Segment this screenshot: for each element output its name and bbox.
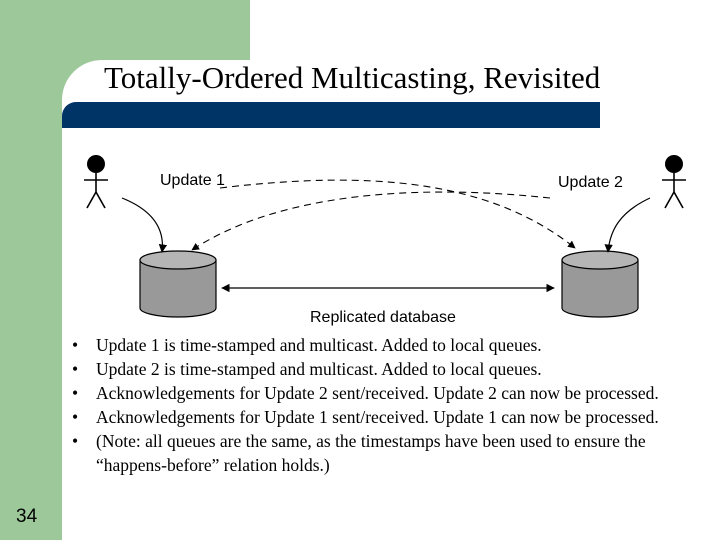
arrow-update2-remote xyxy=(191,191,551,251)
user-1-icon xyxy=(84,155,108,209)
title-underline-bar xyxy=(62,102,600,128)
database-right-icon xyxy=(561,250,639,318)
database-left-icon xyxy=(139,250,217,318)
slide-title: Totally-Ordered Multicasting, Revisited xyxy=(104,60,601,95)
arrow-update2-local xyxy=(604,197,651,253)
user-2-icon xyxy=(662,155,686,209)
arrow-update1-local xyxy=(121,197,168,253)
update-2-label: Update 2 xyxy=(558,174,623,191)
page-number: 34 xyxy=(16,506,38,527)
bullet-item: Update 1 is time-stamped and multicast. … xyxy=(72,333,712,357)
bullet-item: Acknowledgements for Update 1 sent/recei… xyxy=(72,405,712,429)
replicated-database-diagram: Update 1 Update 2 Replicated database xyxy=(84,155,686,326)
bullet-item: (Note: all queues are the same, as the t… xyxy=(72,429,712,477)
top-accent-block xyxy=(0,0,250,60)
bullet-item: Acknowledgements for Update 2 sent/recei… xyxy=(72,381,712,405)
title-corner-curve xyxy=(62,60,110,108)
replicated-database-label: Replicated database xyxy=(310,309,456,326)
update-1-label: Update 1 xyxy=(160,172,225,189)
left-accent-bar xyxy=(0,0,62,540)
arrow-update1-remote xyxy=(219,179,576,249)
bullet-list: Update 1 is time-stamped and multicast. … xyxy=(72,333,712,477)
bullet-item: Update 2 is time-stamped and multicast. … xyxy=(72,357,712,381)
